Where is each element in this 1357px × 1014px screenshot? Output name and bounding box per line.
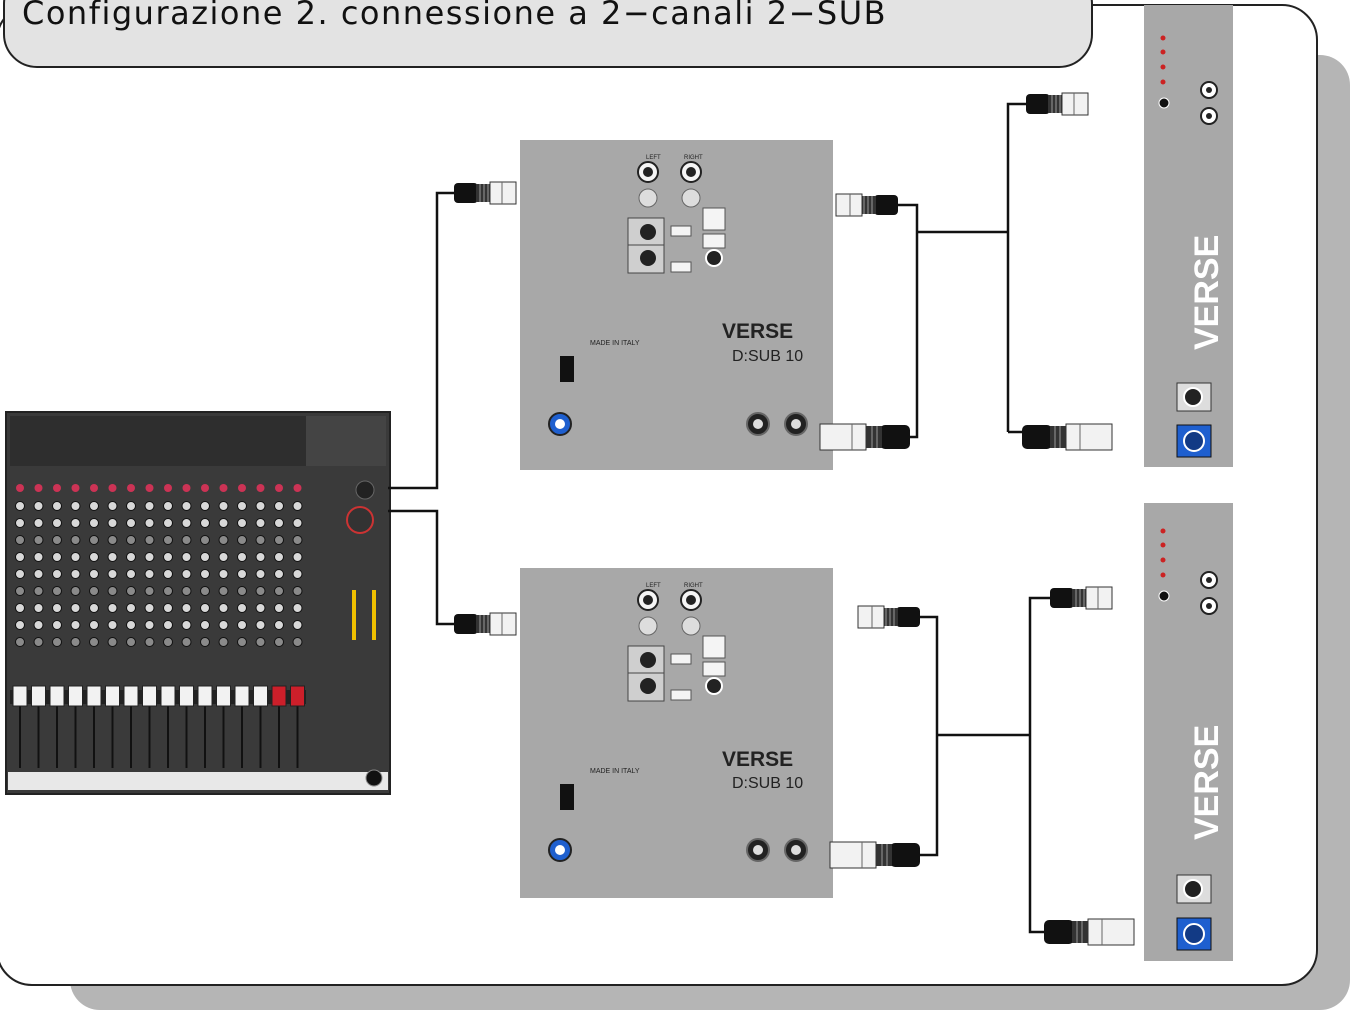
sub-brand-logo: VERSE (722, 320, 793, 343)
speakon-power-icon (1183, 923, 1205, 945)
sub-model-label: D:SUB 10 (732, 775, 803, 792)
xlr-plug-icon (1043, 918, 1135, 946)
xlr-plug-icon (819, 423, 911, 451)
xlr-output-left-icon (638, 616, 658, 636)
sub-input-right-label: RIGHT (684, 583, 703, 589)
xlr-plug-icon (1025, 92, 1089, 116)
cables (388, 102, 1051, 934)
diagram-title: Configurazione 2. connessione a 2−canali… (22, 0, 888, 32)
sub-input-left-label: LEFT (646, 155, 661, 161)
mixer-channel-strips (12, 484, 305, 768)
xlr-plug-icon (829, 841, 921, 869)
xlr-output-right-icon (681, 188, 701, 208)
power-switch-icon (560, 784, 574, 810)
mixer (5, 411, 391, 795)
satellite-brand-logo: VERSE (1188, 235, 1226, 350)
sub-model-label: D:SUB 10 (732, 348, 803, 365)
xlr-plug-icon (1021, 423, 1113, 451)
xlr-output-left-icon (638, 188, 658, 208)
sub-panel-top: LEFT RIGHT VERSE D:SUB 10 MADE IN ITALY (520, 140, 833, 470)
title-tab (3, 0, 1093, 68)
satellite-speaker-bottom: VERSE (1144, 503, 1233, 961)
xlr-output-right-icon (681, 616, 701, 636)
speakon-in-icon (1183, 387, 1203, 407)
speakon-power-icon (1183, 430, 1205, 452)
xlr-plug-icon (857, 605, 921, 629)
satellite-speaker-top: VERSE (1144, 5, 1233, 467)
made-in-label: MADE IN ITALY (590, 340, 640, 347)
xlr-plug-icon (835, 193, 899, 217)
mixer-master-section (346, 480, 383, 787)
xlr-plug-icon (453, 181, 517, 205)
speakon-in-icon (1183, 879, 1203, 899)
sub-brand-logo: VERSE (722, 748, 793, 771)
sub-input-right-label: RIGHT (684, 155, 703, 161)
xlr-plug-icon (453, 612, 517, 636)
made-in-label: MADE IN ITALY (590, 768, 640, 775)
xlr-plug-icon (1049, 586, 1113, 610)
power-switch-icon (560, 356, 574, 382)
sub-panel-bottom: LEFT RIGHT VERSE D:SUB 10 MADE IN ITALY (520, 568, 833, 898)
satellite-brand-logo: VERSE (1188, 725, 1226, 840)
sub-input-left-label: LEFT (646, 583, 661, 589)
